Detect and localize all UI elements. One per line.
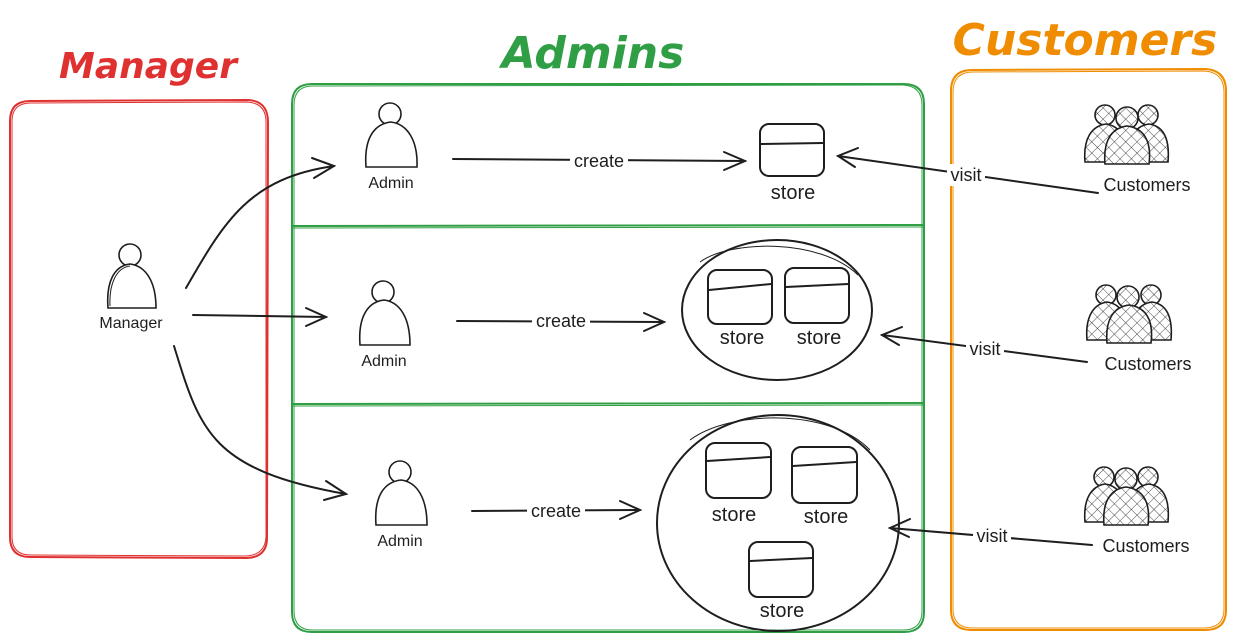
create-arrows [452, 151, 748, 520]
manager-to-admin-arrows [173, 157, 349, 501]
customer-group-icon [1085, 284, 1173, 344]
manager-label: Manager [99, 315, 163, 332]
admin-label: Admin [361, 353, 406, 370]
admin-label: Admin [368, 175, 413, 192]
customer-group-icon [1083, 466, 1170, 526]
customer-group-icon [1083, 104, 1170, 165]
visit-label: visit [977, 526, 1008, 546]
admin-person-icon [358, 280, 411, 346]
store-icon [748, 541, 814, 598]
store-icon [705, 442, 772, 499]
store-label: store [720, 327, 764, 349]
create-label: create [531, 501, 581, 521]
store-group [656, 414, 900, 632]
store-label: store [804, 506, 848, 528]
visit-label: visit [951, 165, 982, 185]
admin-person-icon [374, 460, 428, 526]
store-icon [791, 446, 858, 504]
create-label: create [536, 311, 586, 331]
manager-container [9, 98, 270, 560]
store-label: store [760, 600, 804, 622]
store-icon [759, 123, 825, 177]
manager-title: Manager [59, 46, 239, 87]
customers-title: Customers [953, 15, 1218, 66]
store-icon [784, 267, 850, 324]
admins-title: Admins [499, 28, 685, 79]
store-label: store [712, 504, 756, 526]
admins-container [291, 83, 925, 633]
admin-row-divider [291, 402, 925, 405]
customers-container [950, 67, 1227, 631]
admin-person-icon [364, 102, 418, 168]
store-group [681, 239, 873, 381]
visit-label: visit [970, 339, 1001, 359]
admin-label: Admin [377, 533, 422, 550]
store-label: store [797, 327, 841, 349]
store-icon [707, 269, 773, 325]
customers-label: Customers [1103, 175, 1190, 195]
manager-person-icon [106, 243, 157, 309]
create-label: create [574, 151, 624, 171]
admin-row-divider [291, 224, 925, 227]
store-label: store [771, 182, 815, 204]
customers-label: Customers [1102, 536, 1189, 556]
customers-label: Customers [1104, 354, 1191, 374]
